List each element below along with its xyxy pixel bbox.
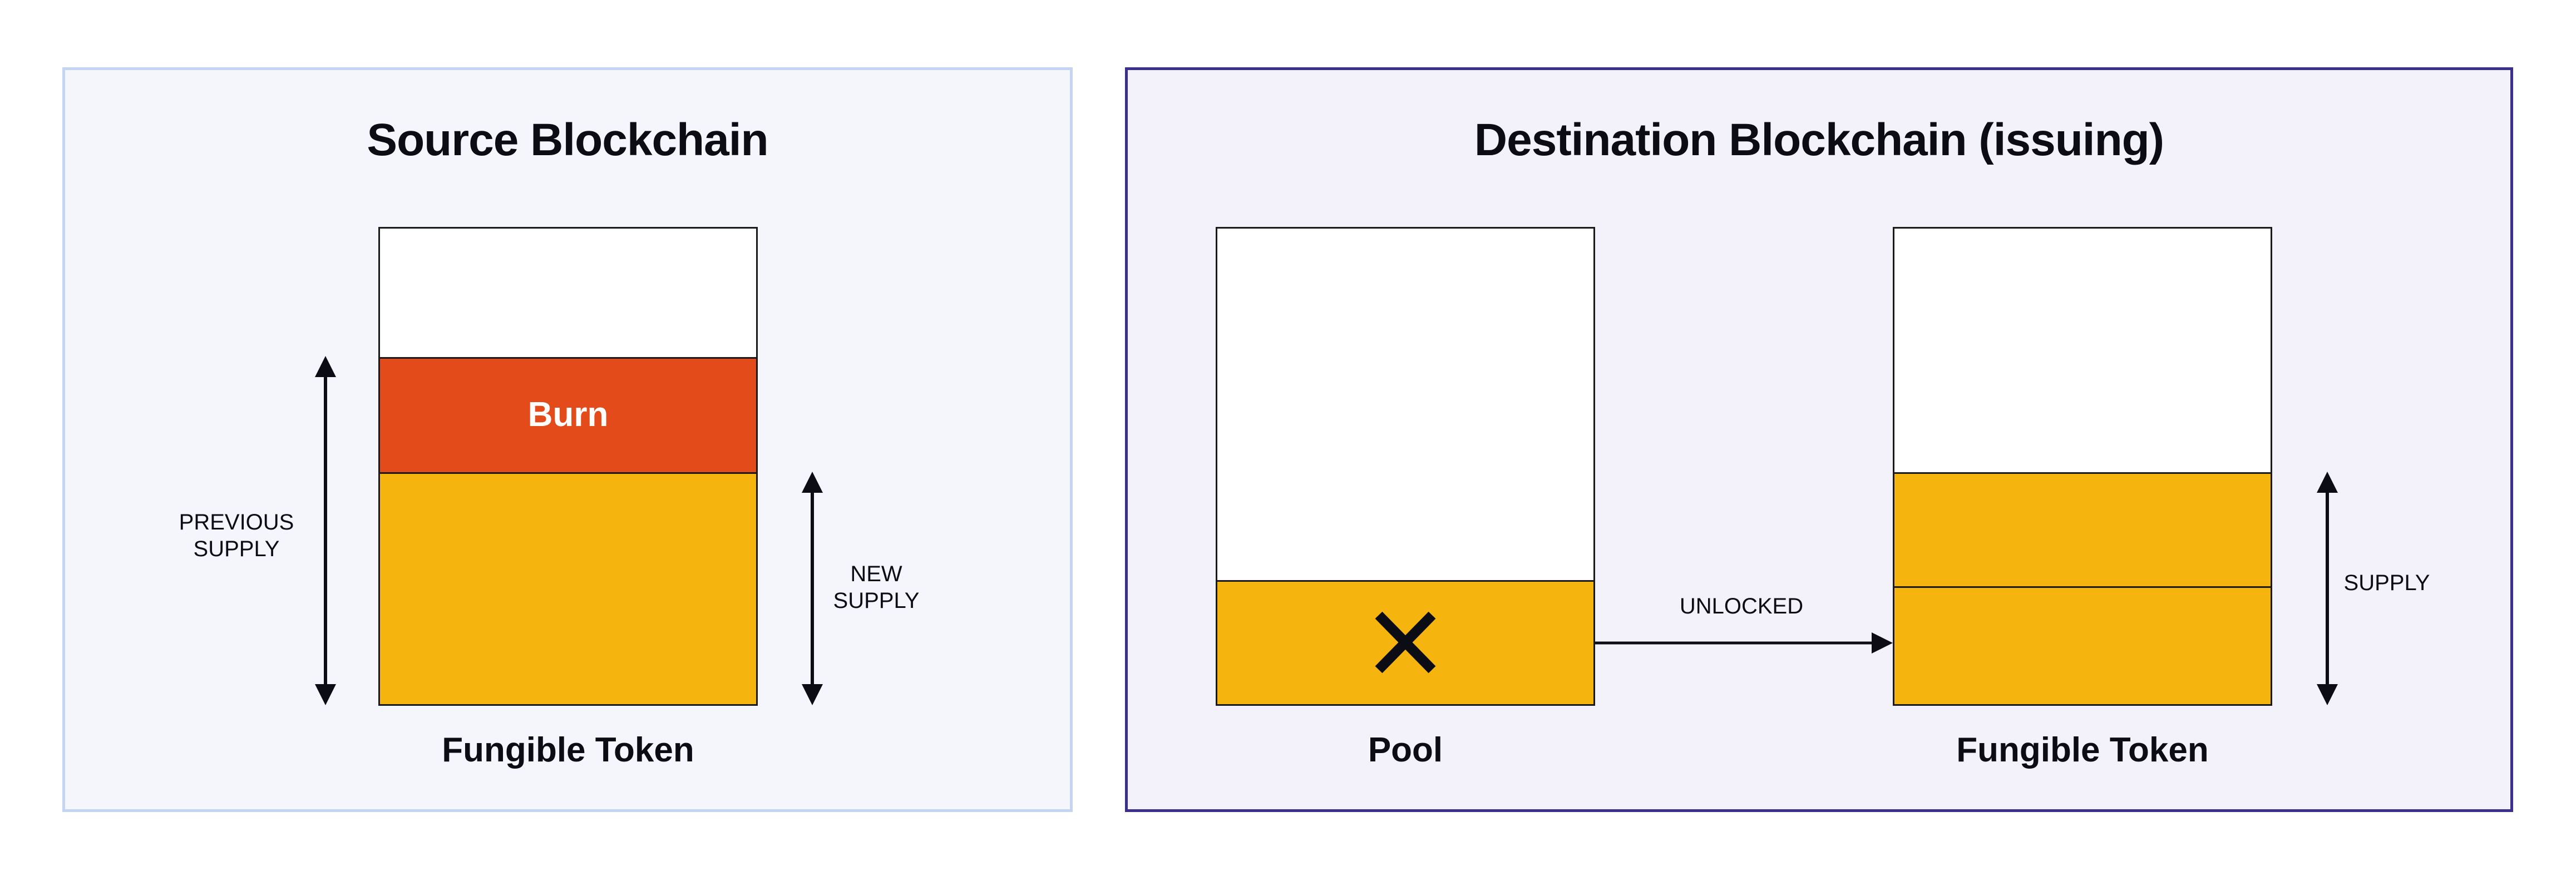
new-supply-label: NEW SUPPLY	[833, 562, 920, 613]
destination-existing-supply-segment	[1893, 472, 2272, 588]
destination-token-empty-segment	[1893, 227, 2272, 474]
unlocked-label: UNLOCKED	[1679, 594, 1804, 618]
burn-label: Burn	[527, 395, 609, 434]
supply-arrow	[2317, 472, 2338, 705]
burn-segment	[378, 357, 758, 474]
pool-caption: Pool	[1368, 731, 1443, 769]
previous-supply-arrow	[315, 356, 336, 705]
source-token-caption: Fungible Token	[442, 731, 694, 769]
unlocked-arrow	[1595, 632, 1893, 654]
pool-empty-segment	[1216, 227, 1595, 582]
new-supply-segment	[378, 472, 758, 706]
supply-label: SUPPLY	[2343, 571, 2430, 595]
destination-token-caption: Fungible Token	[1956, 731, 2209, 769]
destination-unlocked-segment	[1893, 586, 2272, 706]
previous-supply-label: PREVIOUS SUPPLY	[179, 510, 294, 561]
source-title: Source Blockchain	[367, 115, 768, 165]
destination-title: Destination Blockchain (issuing)	[1474, 115, 2164, 165]
x-mark-icon	[1375, 611, 1436, 674]
new-supply-arrow	[802, 472, 823, 705]
